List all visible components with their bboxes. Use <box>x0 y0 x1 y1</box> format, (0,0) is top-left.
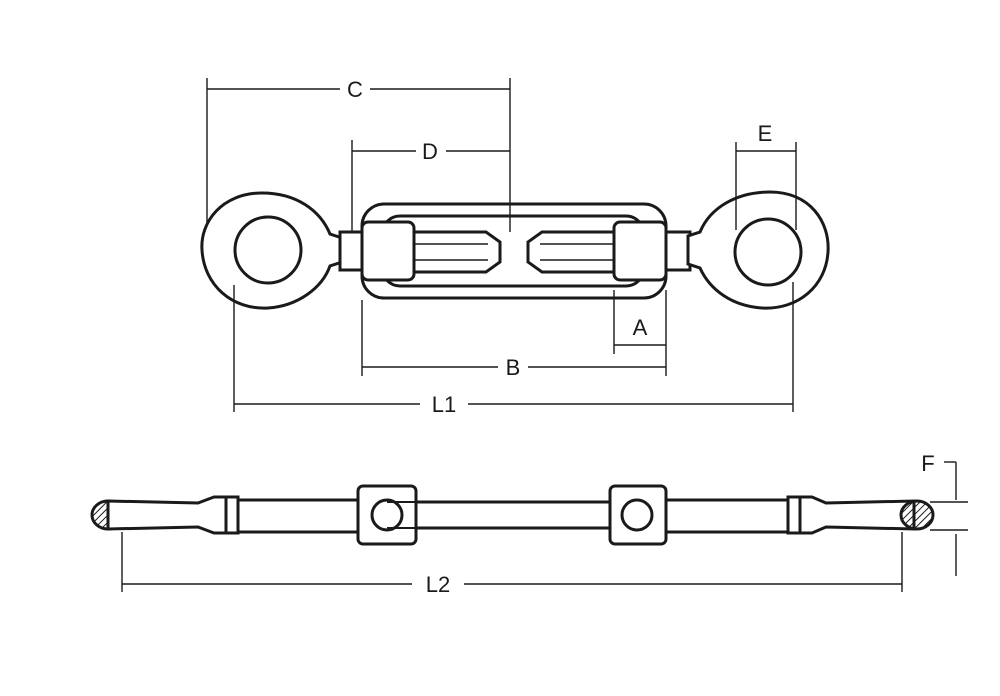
right-side-loop <box>608 484 668 546</box>
label-a: A <box>633 315 648 340</box>
right-section-hatch <box>899 499 935 531</box>
dimension-c: C <box>206 76 511 232</box>
left-side-loop <box>356 484 640 546</box>
label-c: C <box>347 77 363 102</box>
label-b: B <box>506 355 521 380</box>
dimension-d: D <box>351 138 510 232</box>
label-l2: L2 <box>426 572 450 597</box>
label-l1: L1 <box>432 392 456 417</box>
dimension-l1: L1 <box>233 282 794 417</box>
top-view: C D E A B <box>200 76 830 417</box>
left-eye <box>200 191 364 310</box>
dimension-b: B <box>361 300 666 380</box>
dimension-e: E <box>735 120 797 230</box>
turnbuckle-body <box>360 202 668 300</box>
label-d: D <box>422 139 438 164</box>
right-eye <box>664 190 830 310</box>
dimension-f: F <box>921 451 968 576</box>
label-f: F <box>921 451 934 476</box>
dimension-a: A <box>613 290 667 376</box>
label-e: E <box>758 121 773 146</box>
side-view: F L2 <box>90 451 968 597</box>
dimension-l2: L2 <box>121 532 903 597</box>
